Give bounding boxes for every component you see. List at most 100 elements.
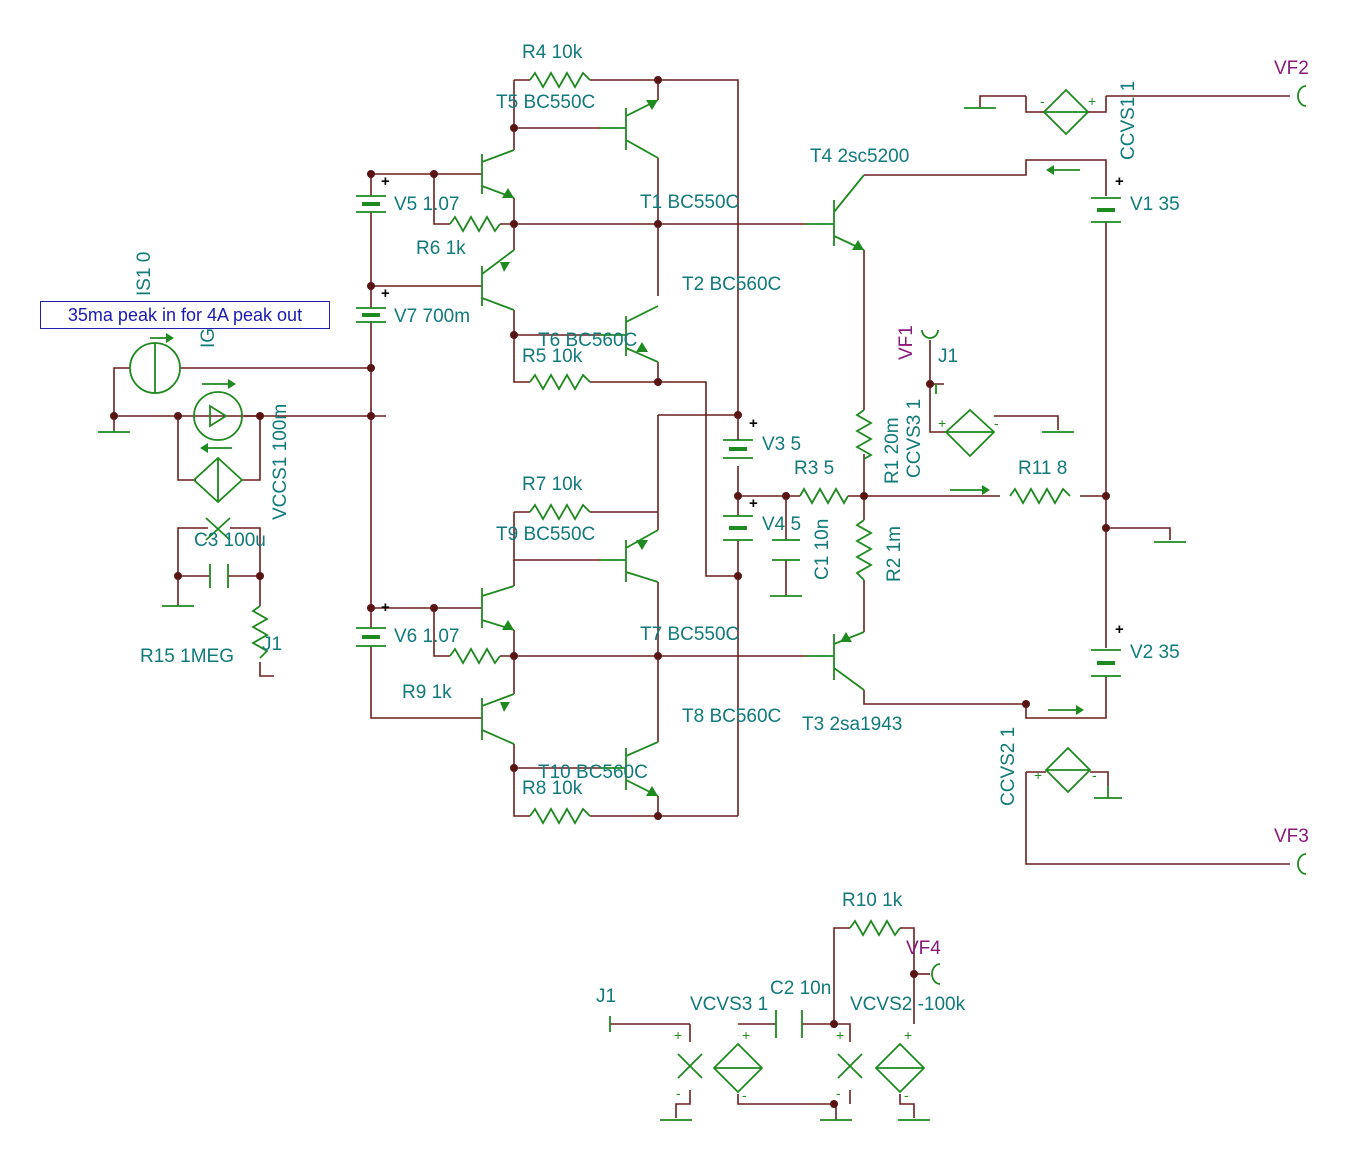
capacitor-c1: [772, 539, 800, 561]
resistor-r5: [529, 373, 591, 391]
label-v3: V3 5: [762, 434, 801, 455]
transistor-t4: [806, 174, 865, 251]
transistor-r9-pnp: [481, 693, 515, 745]
battery-v3: +: [723, 415, 758, 459]
resistor-r11: [1009, 487, 1071, 505]
label-vcvs2: VCVS2 -100k: [850, 994, 966, 1015]
wires: [113, 79, 1290, 1120]
label-ccvs3: CCVS3 1: [904, 399, 925, 478]
battery-v5: +: [356, 173, 390, 213]
svg-text:+: +: [381, 173, 390, 190]
label-is1: IS1 0: [134, 252, 155, 296]
resistor-r9-bias: [449, 647, 501, 665]
svg-text:+: +: [381, 599, 390, 616]
label-v7: V7 700m: [394, 306, 470, 327]
svg-text:+: +: [742, 1027, 750, 1043]
resistor-r7: [529, 503, 591, 521]
component-labels: R4 10k T5 BC550C V5 1.07 R6 1k T1 BC550C…: [134, 42, 1309, 1015]
resistor-r15: [251, 605, 269, 659]
svg-text:-: -: [676, 1085, 681, 1101]
probe-vf1: [921, 329, 939, 339]
transistor-t6: [600, 305, 659, 363]
battery-v1: +: [1091, 173, 1124, 223]
capacitor-c3: [205, 517, 231, 588]
transistor-t5: [600, 99, 659, 159]
label-r11: R11 8: [1018, 458, 1067, 479]
label-t9: T9 BC550C: [496, 524, 595, 545]
label-vf3: VF3: [1274, 826, 1309, 847]
resistor-r8: [529, 807, 591, 825]
label-t7: T7 BC550C: [640, 624, 739, 645]
label-r1: R1 20m: [882, 417, 903, 484]
resistor-r10: [849, 919, 901, 937]
label-r4: R4 10k: [522, 42, 583, 63]
probe-vf2: [1297, 85, 1307, 107]
svg-text:+: +: [1088, 93, 1096, 109]
capacitor-c2: [775, 1010, 803, 1038]
label-t10: T10 BC560C: [538, 762, 648, 783]
resistor-r3: [799, 487, 849, 505]
probe-vf4: [931, 963, 941, 985]
label-r15: R15 1MEG: [140, 646, 234, 667]
ground-symbols: [98, 107, 1186, 1121]
label-r3: R3 5: [794, 458, 834, 479]
label-t6: T6 BC560C: [538, 330, 637, 351]
svg-text:-: -: [836, 1085, 841, 1101]
annotation-note: 35ma peak in for 4A peak out: [40, 301, 330, 329]
label-vccs1: VCCS1 100m: [270, 404, 291, 520]
label-j1-left: J1: [262, 634, 282, 655]
label-c3: C3 100u: [194, 530, 266, 551]
label-r8: R8 10k: [522, 778, 583, 799]
svg-text:+: +: [1034, 767, 1042, 783]
label-t5: T5 BC550C: [496, 92, 595, 113]
label-t1: T1 BC550C: [640, 192, 739, 213]
svg-text:+: +: [938, 415, 946, 431]
vcvs3-source: + - + -: [674, 1027, 764, 1103]
current-probe-arrows: [950, 165, 1084, 715]
label-t3: T3 2sa1943: [802, 714, 902, 735]
is1-current-source: [129, 333, 181, 394]
label-v6: V6 1.07: [394, 626, 460, 647]
svg-text:-: -: [1040, 93, 1045, 109]
svg-text:-: -: [994, 415, 999, 431]
label-t8: T8 BC560C: [682, 706, 781, 727]
svg-text:-: -: [904, 1087, 909, 1103]
svg-text:+: +: [674, 1027, 682, 1043]
label-vf2: VF2: [1274, 58, 1309, 79]
vccs1-source: [192, 456, 244, 504]
label-r10: R10 1k: [842, 890, 903, 911]
label-vcvs3: VCVS3 1: [690, 994, 768, 1015]
svg-text:-: -: [1092, 767, 1097, 783]
label-c1: C1 10n: [812, 519, 833, 580]
svg-text:+: +: [381, 285, 390, 302]
svg-text:+: +: [749, 415, 758, 432]
resistor-r2: [855, 519, 873, 581]
transistor-t9: [600, 505, 659, 583]
label-r2: R2 1m: [884, 526, 905, 582]
svg-text:+: +: [836, 1027, 844, 1043]
transistor-v5-npn: [481, 149, 515, 199]
transistor-v7-pnp: [481, 249, 515, 311]
label-r7: R7 10k: [522, 474, 583, 495]
ccvs3-source: +-: [938, 408, 999, 458]
svg-text:-: -: [742, 1087, 747, 1103]
label-v1: V1 35: [1130, 194, 1180, 215]
transistor-v6-npn: [481, 585, 515, 631]
svg-text:+: +: [904, 1027, 912, 1043]
svg-text:+: +: [1115, 173, 1124, 190]
resistor-r6: [449, 215, 501, 233]
label-v5: V5 1.07: [394, 194, 460, 215]
ccvs2-source: +-: [1026, 746, 1109, 794]
label-c2: C2 10n: [770, 978, 831, 999]
label-r5: R5 10k: [522, 346, 583, 367]
label-v2: V2 35: [1130, 642, 1180, 663]
svg-text:+: +: [1115, 621, 1124, 638]
label-t2: T2 BC560C: [682, 274, 781, 295]
battery-v6: +: [356, 599, 390, 647]
vcvs2-source: + - + -: [836, 1027, 926, 1103]
label-j1-top: J1: [938, 346, 958, 367]
label-ccvs2: CCVS2 1: [998, 727, 1019, 806]
battery-v7: +: [356, 285, 390, 323]
transistor-t3: [806, 631, 865, 691]
